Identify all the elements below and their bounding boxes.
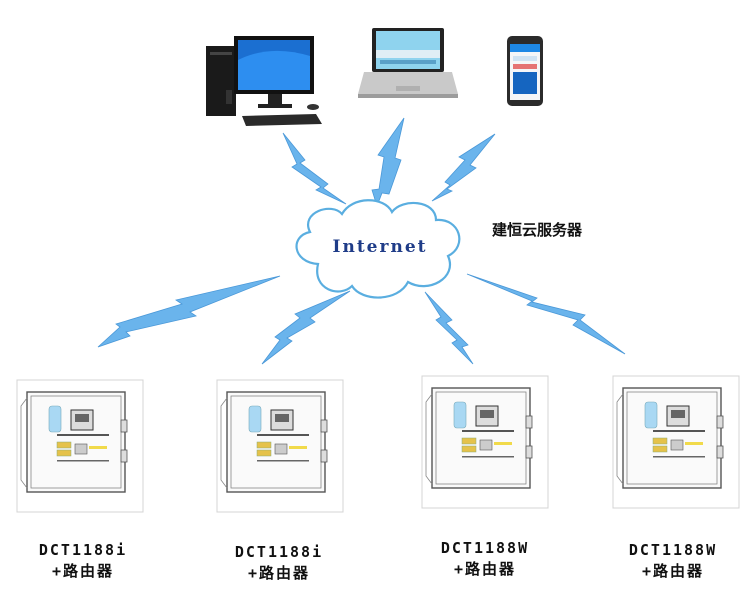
device-label-4: DCT1188W +路由器 bbox=[610, 540, 736, 582]
device-router: +路由器 bbox=[453, 560, 517, 578]
device-model: DCT1188W bbox=[440, 539, 530, 557]
laptop-icon bbox=[358, 28, 458, 98]
connection-bolts bbox=[97, 117, 626, 365]
bolt-device-2 bbox=[261, 290, 351, 365]
device-model: DCT1188i bbox=[234, 543, 324, 561]
cloud-server-label: 建恒云服务器 bbox=[492, 221, 583, 239]
device-router: +路由器 bbox=[247, 564, 311, 582]
device-cabinet-3 bbox=[421, 375, 549, 509]
device-router: +路由器 bbox=[641, 562, 705, 580]
device-label-2: DCT1188i +路由器 bbox=[216, 542, 342, 584]
internet-cloud bbox=[295, 199, 461, 299]
device-cabinet-4 bbox=[612, 375, 740, 509]
device-cabinet-1 bbox=[16, 379, 144, 513]
bolt-laptop bbox=[371, 117, 405, 208]
device-model: DCT1188i bbox=[38, 541, 128, 559]
bolt-desktop bbox=[282, 132, 347, 205]
device-model: DCT1188W bbox=[628, 541, 718, 559]
device-cabinet-2 bbox=[216, 379, 344, 513]
bolt-device-4 bbox=[466, 273, 626, 355]
internet-label: Internet bbox=[333, 237, 428, 257]
phone-icon bbox=[507, 36, 543, 106]
bolt-device-1 bbox=[97, 275, 281, 348]
device-router: +路由器 bbox=[51, 562, 115, 580]
desktop-pc-icon bbox=[206, 36, 322, 126]
device-label-1: DCT1188i +路由器 bbox=[20, 540, 146, 582]
bolt-device-3 bbox=[424, 291, 474, 365]
device-label-3: DCT1188W +路由器 bbox=[422, 538, 548, 580]
bolt-phone bbox=[431, 133, 496, 202]
